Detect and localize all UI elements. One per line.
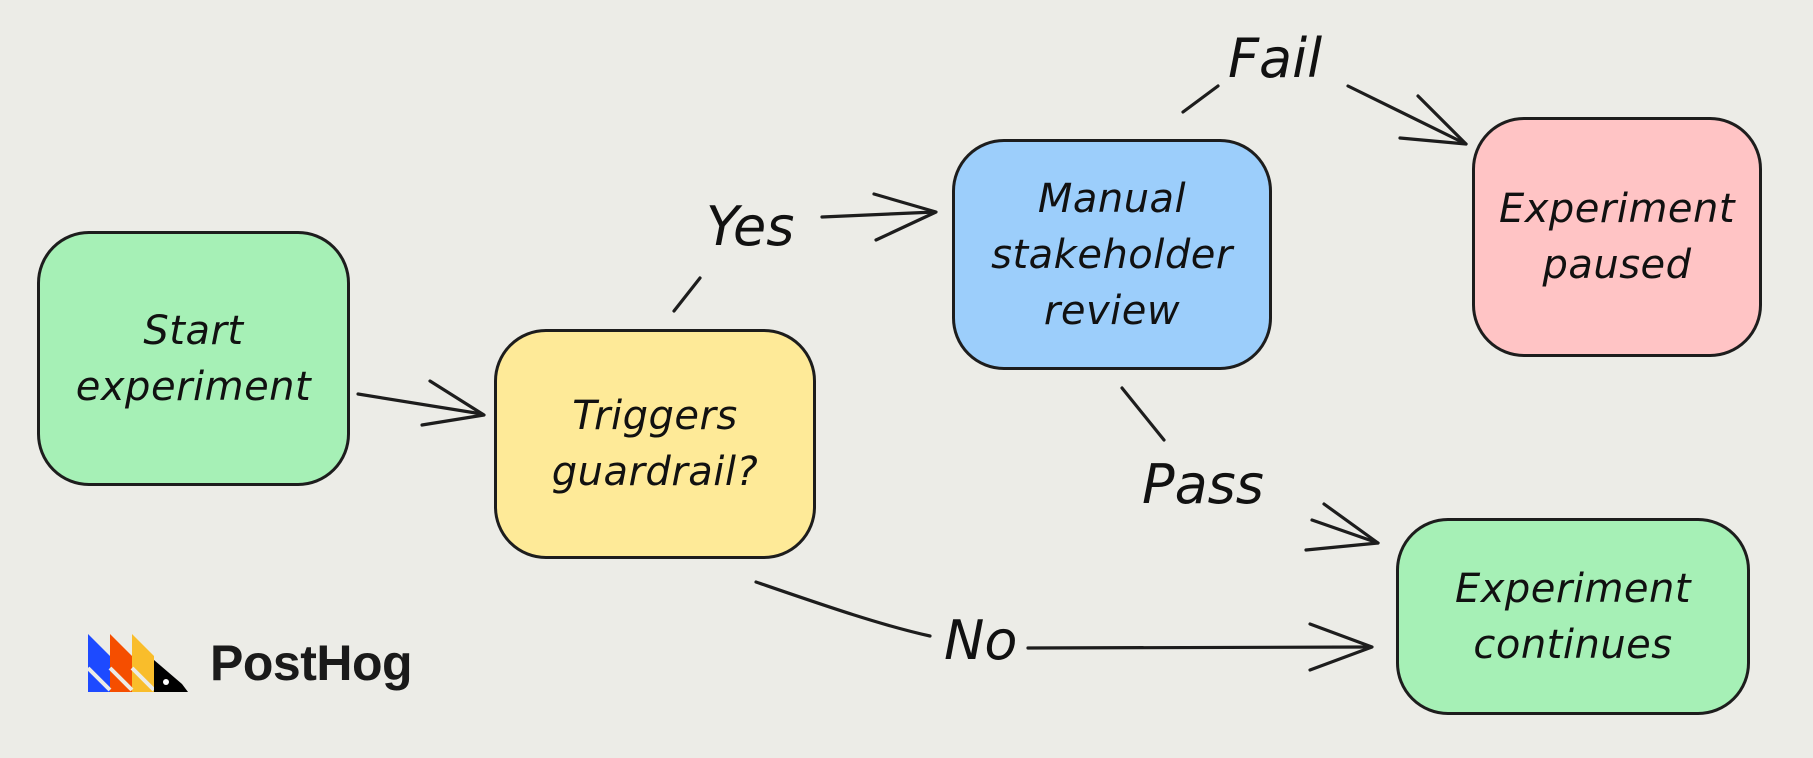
logo-stripe-blue xyxy=(88,634,110,692)
node-label: Start experiment xyxy=(75,307,312,410)
posthog-hedgehog-icon xyxy=(88,634,188,692)
edge-label-yes: Yes xyxy=(706,195,795,258)
logo-hedgehog-eye xyxy=(163,679,169,685)
arrow-start-to-guardrail xyxy=(356,379,486,427)
logo-stripe-cut xyxy=(108,666,134,692)
node-label: Triggers guardrail? xyxy=(551,393,759,495)
logo-hedgehog-shape xyxy=(154,660,188,692)
logo-text: PostHog xyxy=(210,635,413,691)
logo-stripe-cut xyxy=(130,666,156,692)
logo-stripe-yellow xyxy=(132,634,154,692)
edge-label-no: No xyxy=(944,609,1018,672)
logo-stripe-cut xyxy=(88,666,112,692)
arrow-guardrail-to-continues-no xyxy=(754,580,1374,672)
posthog-logo: PostHog xyxy=(88,634,413,692)
arrow-review-to-continues-pass xyxy=(1120,386,1380,552)
triggers-guardrail-node: Triggers guardrail? xyxy=(494,329,816,559)
arrow-guardrail-to-review-yes xyxy=(672,192,938,313)
node-label: Experiment paused xyxy=(1498,186,1736,288)
node-label: Experiment continues xyxy=(1454,565,1692,668)
arrow-review-to-paused-fail xyxy=(1181,84,1468,146)
experiment-paused-node: Experiment paused xyxy=(1472,117,1762,357)
manual-review-node: Manual stakeholder review xyxy=(952,139,1272,370)
start-experiment-node: Start experiment xyxy=(37,231,350,486)
edge-label-pass: Pass xyxy=(1142,453,1264,516)
edge-label-fail: Fail xyxy=(1228,27,1323,90)
logo-stripe-orange xyxy=(110,634,132,692)
experiment-continues-node: Experiment continues xyxy=(1396,518,1750,715)
node-label: Manual stakeholder review xyxy=(991,175,1233,334)
